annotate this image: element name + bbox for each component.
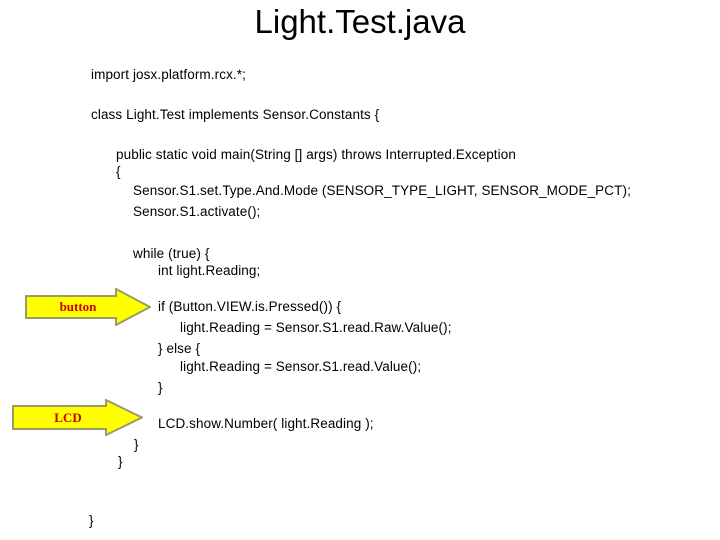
code-line: LCD.show.Number( light.Reading ); — [158, 416, 374, 431]
code-line: int light.Reading; — [158, 263, 261, 278]
code-line: class Light.Test implements Sensor.Const… — [91, 107, 380, 122]
right-arrow-icon — [12, 399, 143, 436]
code-line: { — [116, 164, 121, 179]
code-line: } — [118, 454, 123, 469]
callout-arrow-button[interactable]: button — [25, 288, 151, 326]
code-line: } — [89, 513, 94, 528]
code-line: while (true) { — [133, 246, 210, 261]
code-line: import josx.platform.rcx.*; — [91, 67, 246, 82]
page-title: Light.Test.java — [254, 3, 466, 40]
code-line: light.Reading = Sensor.S1.read.Raw.Value… — [180, 320, 452, 335]
code-line: if (Button.VIEW.is.Pressed()) { — [158, 299, 342, 314]
code-line: Sensor.S1.set.Type.And.Mode (SENSOR_TYPE… — [133, 183, 631, 198]
code-line: light.Reading = Sensor.S1.read.Value(); — [180, 359, 422, 374]
code-line: } — [158, 380, 163, 395]
code-line: public static void main(String [] args) … — [116, 147, 516, 162]
code-line: Sensor.S1.activate(); — [133, 204, 261, 219]
callout-arrow-lcd[interactable]: LCD — [12, 399, 143, 436]
right-arrow-icon — [25, 288, 151, 326]
code-line: } else { — [158, 341, 201, 356]
code-line: } — [134, 437, 139, 452]
